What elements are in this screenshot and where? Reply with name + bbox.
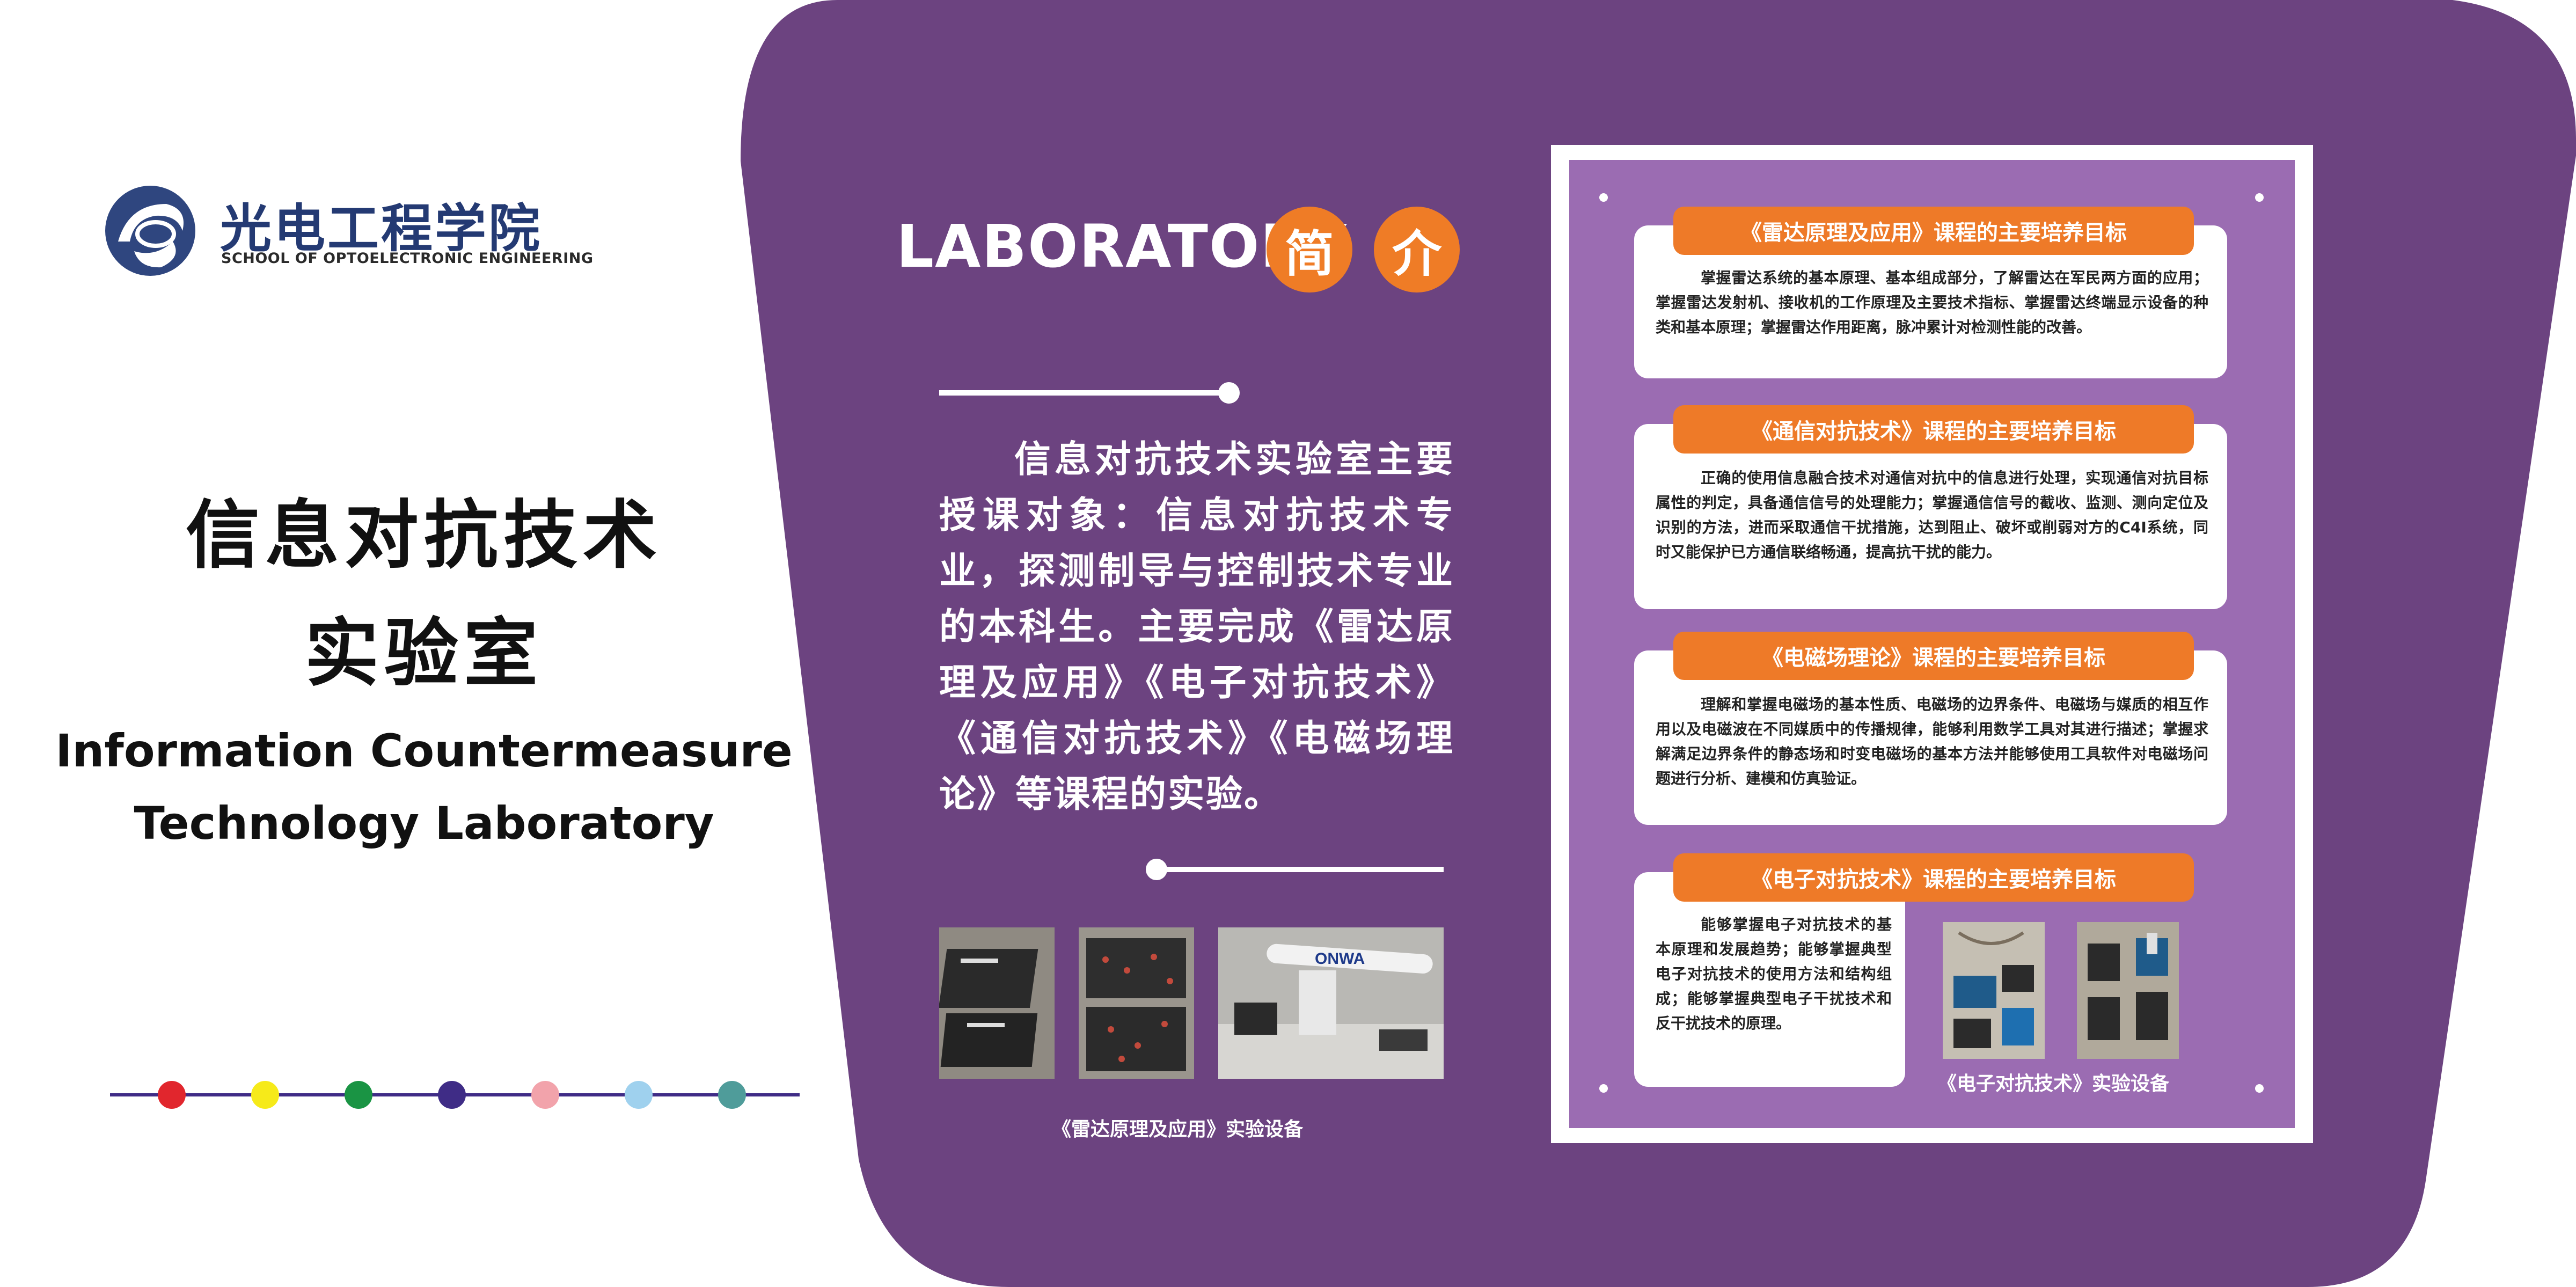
color-dot [718, 1081, 746, 1109]
color-dot [531, 1081, 559, 1109]
badge-jian: 简 [1267, 207, 1352, 292]
course-card-electromagnetic-text: 理解和掌握电磁场的基本性质、电磁场的边界条件、电磁场与媒质的相互作用以及电磁波在… [1656, 696, 2208, 787]
color-dot [158, 1081, 186, 1109]
course-card-radar-text: 掌握雷达系统的基本原理、基本组成部分，了解雷达在军民两方面的应用；掌握雷达发射机… [1656, 269, 2208, 336]
lab-title-line2: 实验室 [304, 610, 543, 697]
lab-title-line1: 信息对抗技术 [185, 492, 662, 579]
lab-title-en-line1: Information Countermeasure [55, 725, 793, 777]
electronic-countermeasure-board-photo-2 [2077, 922, 2179, 1059]
panel-pin [2255, 1084, 2264, 1093]
radar-antenna-photo: ONWA [1218, 927, 1444, 1079]
course-card-ecm-title: 《电子对抗技术》课程的主要培养目标 [1673, 853, 2194, 902]
color-dot [625, 1081, 653, 1109]
school-name-en: SCHOOL OF OPTOELECTRONIC ENGINEERING [221, 250, 594, 267]
course-card-communication [1634, 424, 2227, 609]
badge-jie: 介 [1374, 207, 1460, 292]
course-card-ecm [1634, 872, 1905, 1087]
course-card-ecm-text: 能够掌握电子对抗技术的基本原理和发展趋势；能够掌握典型电子对抗技术的使用方法和结… [1656, 916, 1892, 1032]
radar-equipment-photo-1 [939, 927, 1055, 1079]
radar-equipment-caption: 《雷达原理及应用》实验设备 [1052, 1118, 1304, 1140]
svg-text:ONWA: ONWA [1315, 950, 1365, 968]
panel-pin [2255, 193, 2264, 202]
color-dot [438, 1081, 466, 1109]
school-logo-icon [105, 186, 195, 276]
course-card-electromagnetic-title: 《电磁场理论》课程的主要培养目标 [1673, 632, 2194, 680]
course-card-communication-text: 正确的使用信息融合技术对通信对抗中的信息进行处理，实现通信对抗目标属性的判定，具… [1656, 469, 2208, 561]
course-card-radar-title: 《雷达原理及应用》课程的主要培养目标 [1673, 207, 2194, 255]
school-name-cn: 光电工程学院 [220, 199, 542, 259]
course-card-communication-title: 《通信对抗技术》课程的主要培养目标 [1673, 405, 2194, 454]
ecm-equipment-caption: 《电子对抗技术》实验设备 [1937, 1073, 2170, 1095]
panel-pin [1599, 193, 1608, 202]
color-dot [345, 1081, 372, 1109]
lab-intro-text: 信息对抗技术实验室主要授课对象：信息对抗技术专业，探测制导与控制技术专业的本科生… [939, 438, 1454, 816]
electronic-countermeasure-board-photo-1 [1943, 922, 2045, 1059]
radar-equipment-photo-2 [1079, 927, 1194, 1079]
color-dot [251, 1081, 279, 1109]
color-dot-line [110, 1081, 800, 1109]
panel-pin [1599, 1084, 1608, 1093]
lab-title-en-line2: Technology Laboratory [134, 797, 714, 850]
school-logo: 光电工程学院 SCHOOL OF OPTOELECTRONIC ENGINEER… [102, 177, 593, 284]
